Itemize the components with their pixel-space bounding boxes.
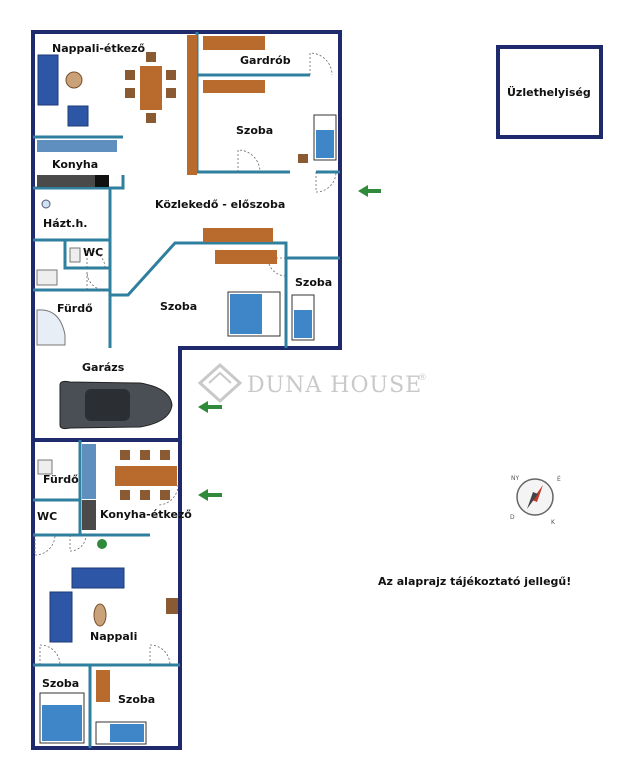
coffee-table [65, 71, 83, 89]
plant [97, 539, 107, 549]
watermark-registered: ® [418, 373, 427, 383]
bed-icon [39, 692, 85, 744]
bed-icon [95, 721, 147, 745]
washer [41, 199, 51, 209]
sink [36, 269, 58, 286]
shower [37, 459, 53, 475]
room-label-konyha: Konyha [52, 158, 98, 171]
desk [96, 670, 110, 702]
compass-n: É [557, 475, 561, 483]
nightstand [298, 154, 308, 163]
kitchen-cabinets [37, 140, 117, 187]
sofa-icon [49, 567, 125, 643]
room-label-szoba-bl: Szoba [42, 677, 79, 690]
watermark: DUNA HOUSE ® [197, 362, 427, 404]
room-label-wc-bottom: WC [37, 510, 57, 523]
room-label-gardrob: Gardrób [240, 54, 291, 67]
compass-e: K [551, 519, 556, 526]
compass-w: NY [511, 475, 519, 482]
wardrobe-strip [187, 35, 197, 175]
room-label-konyha-etkezo: Konyha-étkező [100, 508, 192, 521]
coffee-table [93, 603, 107, 627]
room-label-wc-top: WC [83, 246, 103, 259]
room-label-hazt: Házt.h. [43, 217, 87, 230]
room-label-furdo-top: Fürdő [57, 302, 93, 315]
bathtub [36, 309, 66, 346]
long-table [203, 228, 277, 264]
room-label-uzlet: Üzlethelyiség [507, 85, 591, 99]
bed-icon [227, 291, 281, 337]
compass-icon: É D NY K [510, 475, 561, 526]
wardrobe-room [203, 80, 265, 93]
room-label-szoba-br: Szoba [118, 693, 155, 706]
room-label-furdo-bottom: Fürdő [43, 473, 79, 486]
wardrobe-top [203, 36, 265, 50]
disclaimer-note: Az alaprajz tájékoztató jellegű! [378, 575, 571, 588]
bed-icon [291, 294, 315, 341]
table-icon [125, 52, 176, 123]
kitchen-counter [82, 444, 96, 499]
compass-s: D [510, 514, 515, 521]
room-label-szoba-top: Szoba [236, 124, 273, 137]
table-icon [115, 450, 177, 500]
room-label-nappali: Nappali [90, 630, 137, 643]
entrance-arrow-icon [198, 489, 222, 501]
room-label-nappali-etkezo: Nappali-étkező [52, 42, 146, 55]
stove [82, 500, 96, 530]
room-label-garazs: Garázs [82, 361, 125, 374]
room-label-szoba-mid: Szoba [160, 300, 197, 313]
entrance-arrow-icon [358, 185, 381, 197]
sofa-icon [37, 54, 89, 127]
watermark-brand: DUNA HOUSE [247, 373, 422, 398]
room-label-szoba-small: Szoba [295, 276, 332, 289]
entrance-arrow-icon [198, 401, 222, 413]
bed-icon [313, 114, 337, 161]
car-icon [59, 380, 173, 430]
outer-walls [31, 30, 603, 750]
room-label-kozlekedo: Közlekedő - előszoba [155, 198, 285, 211]
toilet [69, 247, 81, 263]
armchair [166, 598, 178, 614]
room-labels: Nappali-étkező Gardrób Szoba Konyha Közl… [37, 42, 591, 706]
shop-outline [496, 45, 603, 139]
